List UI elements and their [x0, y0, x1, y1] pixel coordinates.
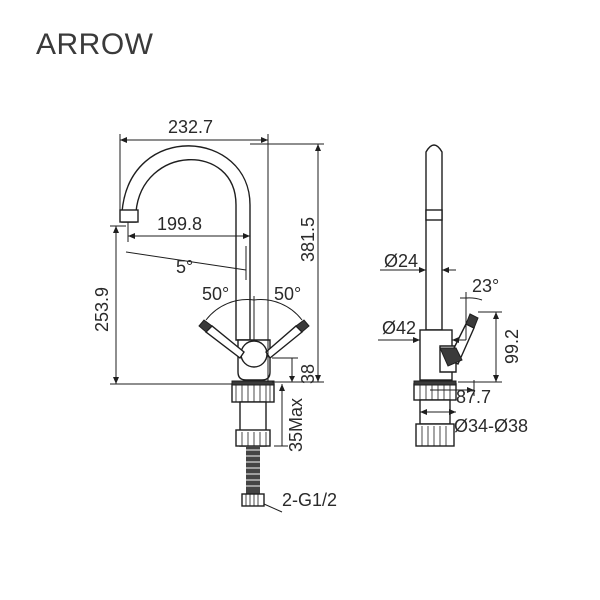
dimension-hole-diameter	[420, 409, 456, 415]
dimension-handle-height	[458, 311, 502, 383]
side-view: Ø24 Ø42 23° 99.2 87.7	[378, 144, 528, 447]
mixer-cartridge	[240, 340, 268, 368]
dimension-label: Ø24	[384, 251, 418, 271]
connection-label: 2-G1/2	[282, 490, 337, 510]
brand-logo: ARROW	[36, 28, 154, 61]
dimension-label: Ø42	[382, 318, 416, 338]
dimension-label: 199.8	[157, 214, 202, 234]
dimension-base-height	[272, 357, 298, 382]
dimension-label: 232.7	[168, 117, 213, 137]
dimension-spout-height	[110, 225, 232, 385]
side-handle	[439, 313, 479, 367]
dimension-label: 381.5	[298, 217, 318, 262]
dimension-label: 5°	[176, 257, 193, 277]
dimension-label: 253.9	[92, 287, 112, 332]
spout-angle-line	[125, 246, 247, 280]
dimension-label: 35Max	[286, 398, 306, 452]
side-spout	[425, 144, 443, 331]
dimension-body-diameter	[378, 337, 466, 343]
dimension-reach	[127, 222, 250, 242]
handle-angle-arcs	[205, 296, 303, 340]
left-handle	[198, 319, 245, 360]
spout-outline	[121, 145, 251, 341]
dimension-depth	[430, 380, 475, 396]
handle-angle-arc	[460, 292, 483, 340]
leader-line	[263, 503, 283, 513]
front-view: 232.7 199.8 5° 381.5 253.9	[92, 117, 337, 513]
right-handle	[265, 319, 310, 360]
dimension-label: Ø34-Ø38	[454, 416, 528, 436]
dimension-label: 87.7	[456, 387, 491, 407]
dimension-height-overall	[250, 143, 324, 383]
dimension-label: 23°	[472, 276, 499, 296]
dimension-label: 50°	[274, 284, 301, 304]
dimension-label: 50°	[202, 284, 229, 304]
dimension-deck-thickness	[274, 384, 288, 447]
dimension-spout-diameter	[380, 267, 456, 273]
dimension-label: 99.2	[502, 329, 522, 364]
base-nut	[231, 380, 275, 403]
mounting-nut	[235, 429, 271, 447]
supply-hoses	[241, 446, 265, 507]
dimension-width-overall	[119, 134, 269, 382]
dimension-label: 38	[298, 364, 318, 384]
side-spout-ring	[425, 209, 443, 221]
side-mounting-nut	[415, 423, 455, 447]
aerator	[119, 209, 139, 223]
